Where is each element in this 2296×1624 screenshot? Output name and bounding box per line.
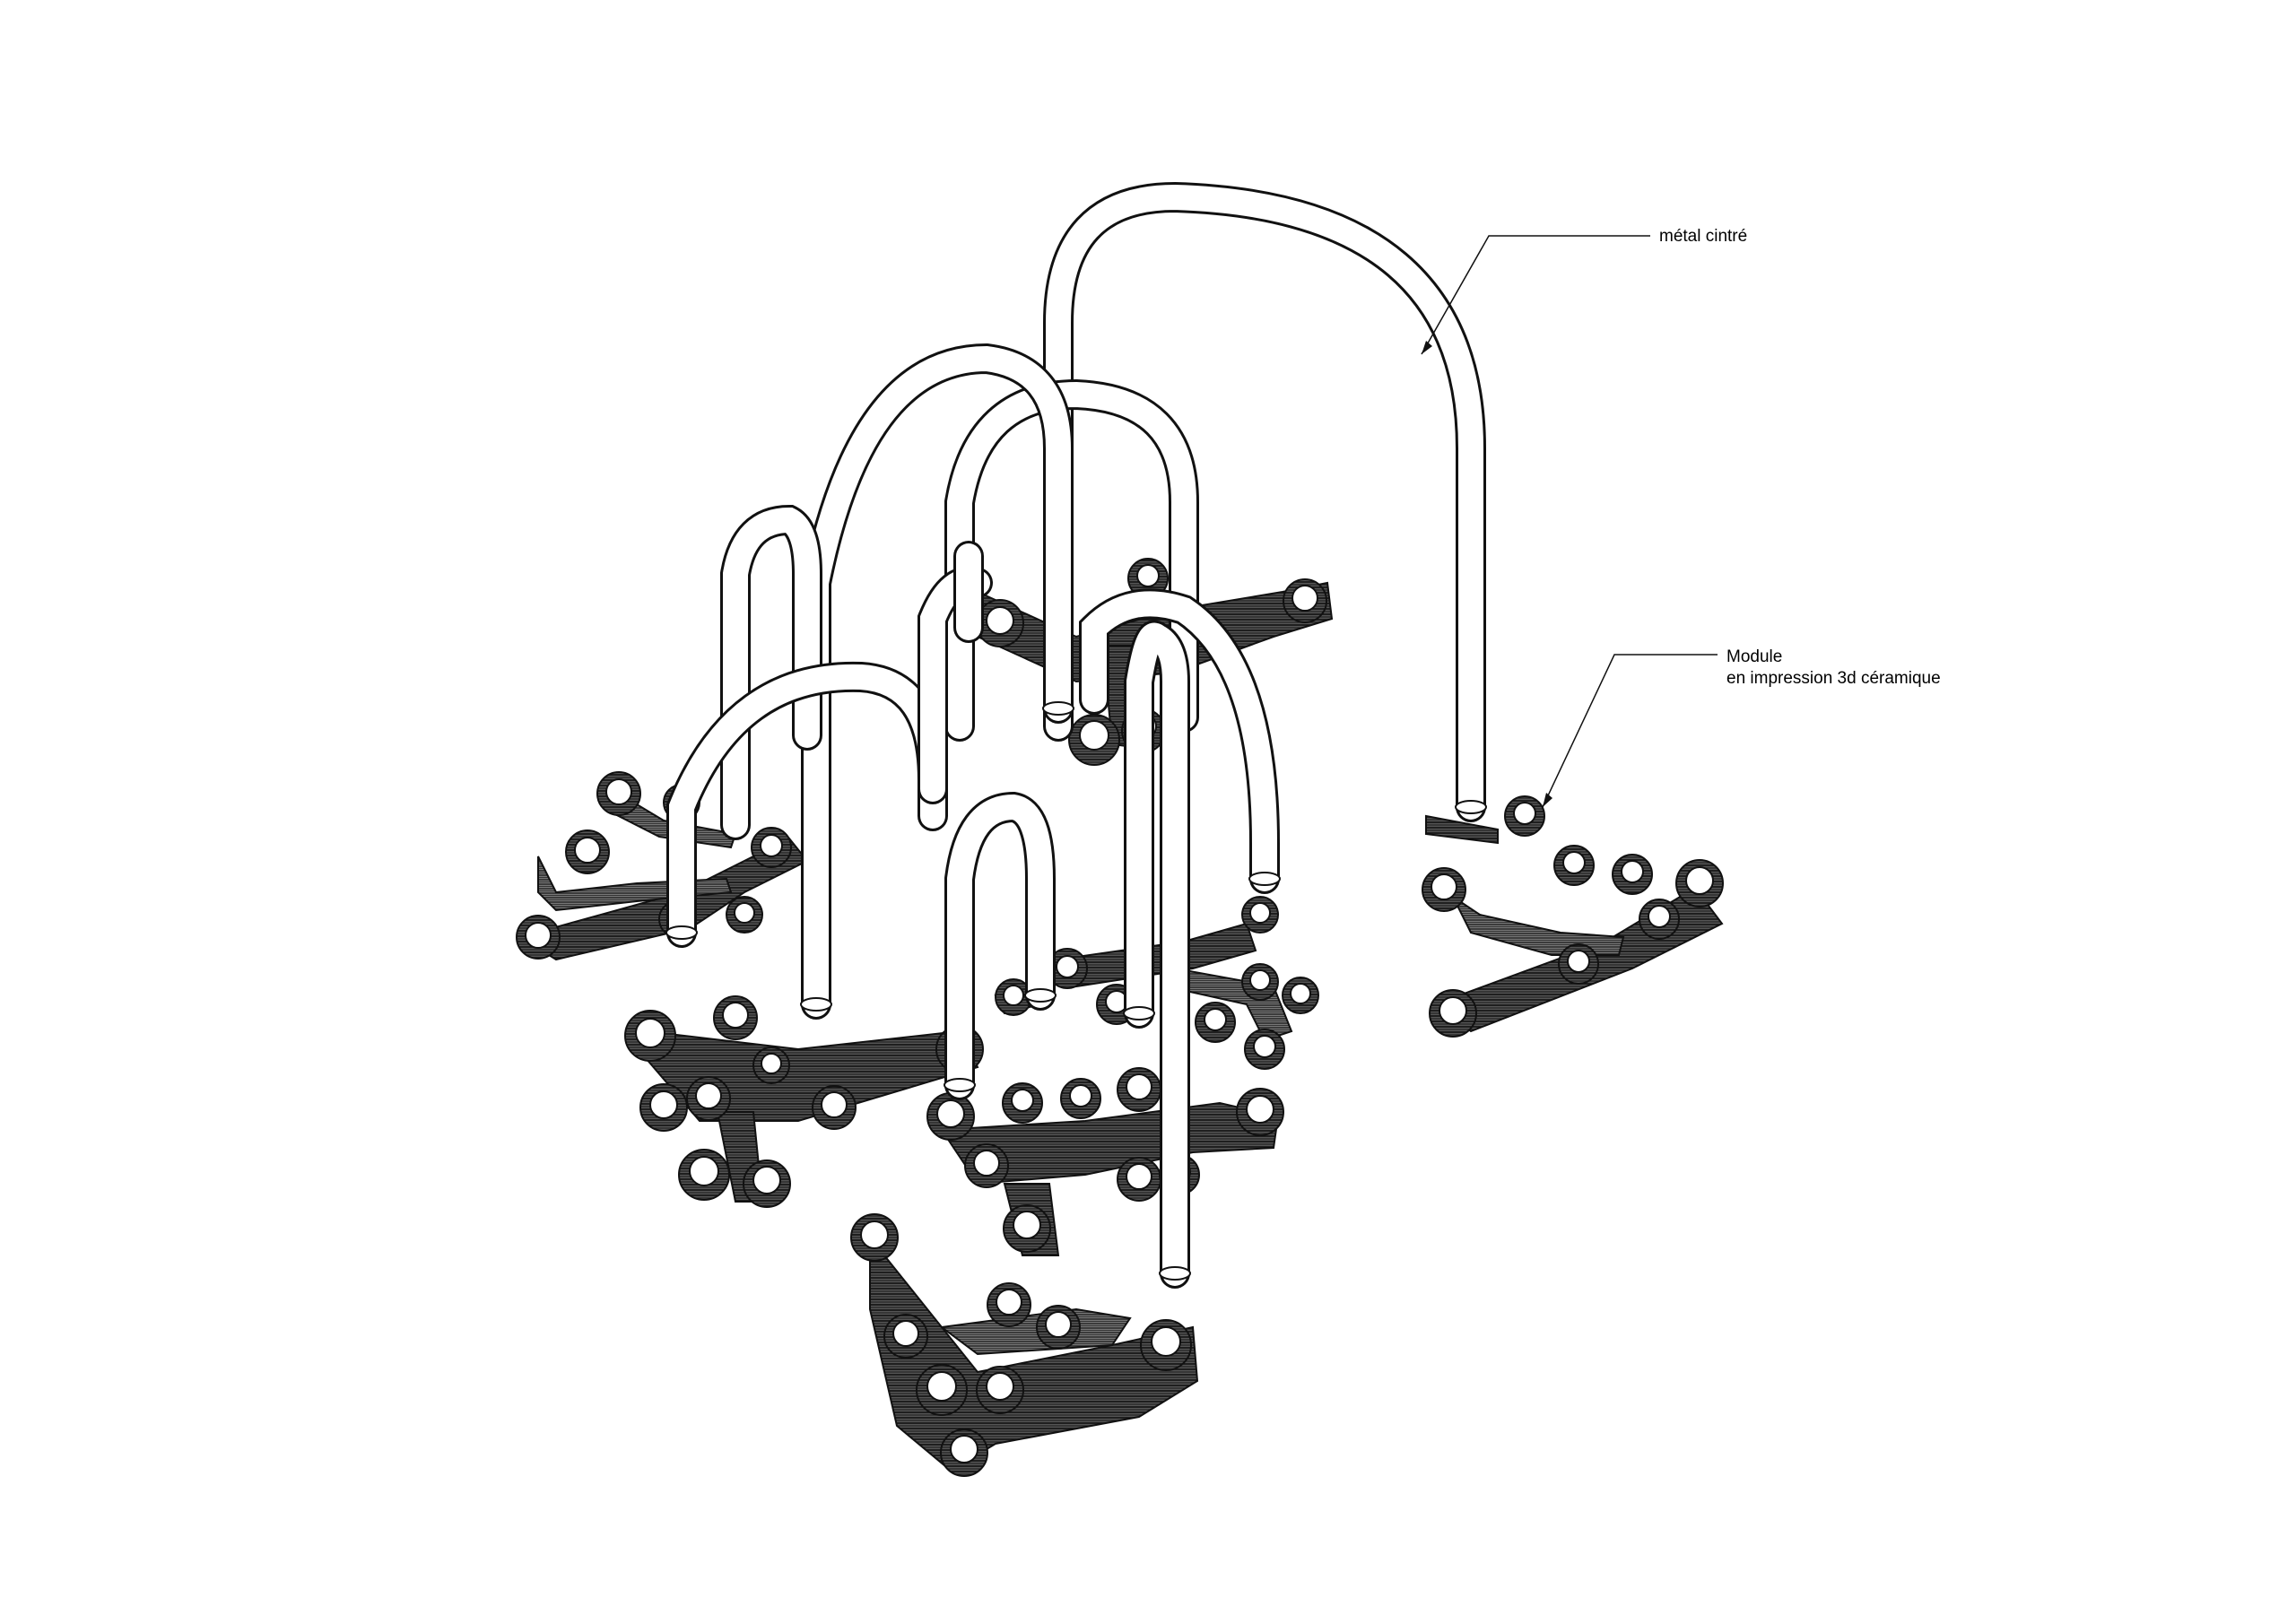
arch-7 (944, 791, 1056, 1100)
metal-arches (666, 181, 1486, 1289)
label-module: Module (1726, 647, 1782, 666)
arch-2 (944, 378, 1199, 742)
arch-6 (1079, 588, 1280, 894)
ceramic-module-4 (1047, 896, 1319, 1070)
annotation-metal: métal cintré (1421, 227, 1747, 355)
arch-4 (720, 504, 822, 840)
arch-3 (801, 343, 1074, 1020)
label-module-sub: en impression 3d céramique (1726, 669, 1941, 688)
ceramic-module-3 (1422, 795, 1724, 1038)
arch-8 (1124, 620, 1190, 1289)
ceramic-module-7 (850, 1213, 1199, 1477)
ceramic-module-5 (624, 995, 984, 1208)
tube-end-caps (665, 701, 1487, 1281)
annotation-module: Module en impression 3d céramique (1542, 647, 1941, 808)
ceramic-module-1 (516, 771, 809, 961)
label-metal-cintre: métal cintré (1659, 227, 1747, 246)
ceramic-module-6 (926, 1067, 1284, 1256)
arch-1 (1043, 181, 1486, 822)
